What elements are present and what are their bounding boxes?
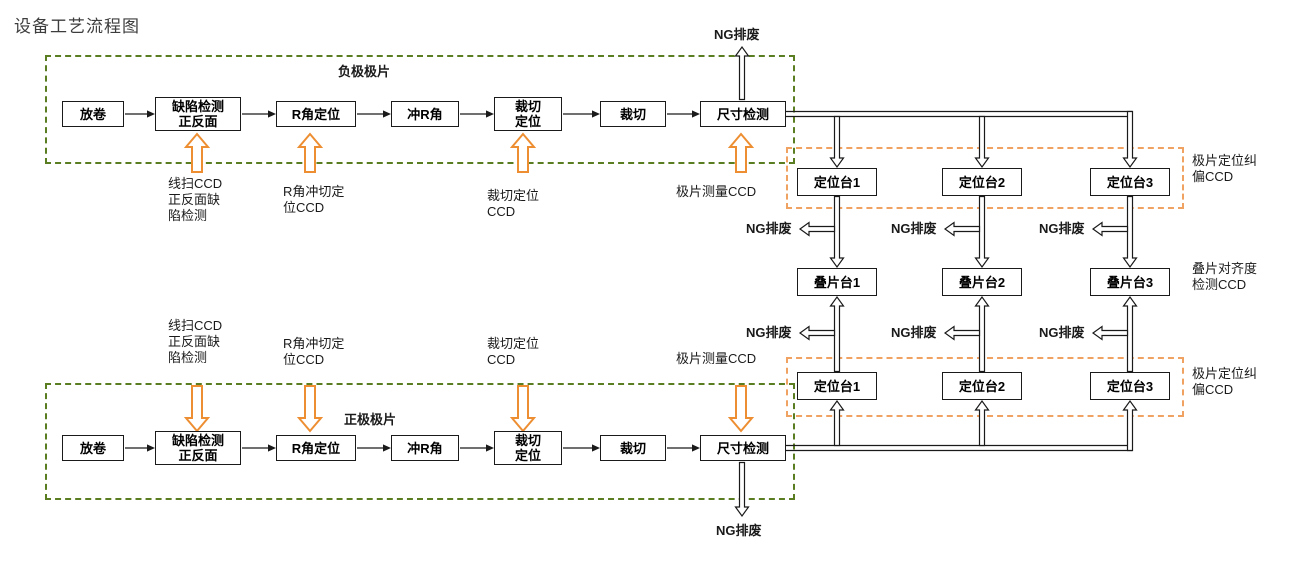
step-rcorner-pos-positive: R角定位 xyxy=(276,435,356,461)
step-defect-negative: 缺陷检测 正反面 xyxy=(155,97,241,131)
step-cut-negative: 裁切 xyxy=(600,101,666,127)
step-rcorner-pos-negative: R角定位 xyxy=(276,101,356,127)
ccd-label-rcorner-negative: R角冲切定 位CCD xyxy=(283,184,345,215)
ng-label-row1-3: NG排废 xyxy=(1039,221,1085,236)
hollow-connector-arrows xyxy=(734,45,1138,518)
ng-label-row2-3: NG排废 xyxy=(1039,325,1085,340)
negative-line-group-box xyxy=(45,55,795,164)
step-cut-pos-negative: 裁切 定位 xyxy=(494,97,562,131)
ng-label-row1-2: NG排废 xyxy=(891,221,937,236)
ccd-label-measure-negative: 极片测量CCD xyxy=(676,184,757,199)
ng-label-row2-2: NG排废 xyxy=(891,325,937,340)
stacking-ccd-label: 叠片对齐度 检测CCD xyxy=(1192,261,1258,292)
step-punch-r-negative: 冲R角 xyxy=(391,101,459,127)
step-cut-positive: 裁切 xyxy=(600,435,666,461)
ccd-label-cut-positive: 裁切定位 CCD xyxy=(487,336,540,367)
positioning-ccd-label-bottom: 极片定位纠 偏CCD xyxy=(1192,366,1258,397)
positioning-table-top-3: 定位台3 xyxy=(1090,168,1170,196)
ccd-label-defect-positive: 线扫CCD 正反面缺 陷检测 xyxy=(168,318,223,365)
ng-discard-label-negative: NG排废 xyxy=(714,27,760,42)
ccd-label-rcorner-positive: R角冲切定 位CCD xyxy=(283,336,345,367)
positioning-table-bottom-2: 定位台2 xyxy=(942,372,1022,400)
ng-discard-label-positive: NG排废 xyxy=(716,523,762,538)
negative-group-label: 负极极片 xyxy=(338,64,391,79)
step-unwind-positive: 放卷 xyxy=(62,435,124,461)
stacking-table-3: 叠片台3 xyxy=(1090,268,1170,296)
step-defect-positive: 缺陷检测 正反面 xyxy=(155,431,241,465)
step-size-check-negative: 尺寸检测 xyxy=(700,101,786,127)
ccd-label-cut-negative: 裁切定位 CCD xyxy=(487,188,540,219)
trunk-line-top xyxy=(786,110,1133,118)
positioning-table-top-1: 定位台1 xyxy=(797,168,877,196)
positioning-table-top-2: 定位台2 xyxy=(942,168,1022,196)
ng-left-arrow-row1-3 xyxy=(1091,221,1129,237)
positioning-ccd-label-top: 极片定位纠 偏CCD xyxy=(1192,153,1258,184)
ng-left-arrow-row1-1 xyxy=(798,221,836,237)
positioning-table-bottom-1: 定位台1 xyxy=(797,372,877,400)
ng-label-row2-1: NG排废 xyxy=(746,325,792,340)
positive-group-label: 正极极片 xyxy=(344,412,397,427)
positive-line-group-box xyxy=(45,383,795,500)
stacking-table-1: 叠片台1 xyxy=(797,268,877,296)
ccd-label-measure-positive: 极片测量CCD xyxy=(676,351,757,366)
stacking-table-2: 叠片台2 xyxy=(942,268,1022,296)
ng-left-arrow-row2-3 xyxy=(1091,325,1129,341)
trunk-line-bottom xyxy=(786,444,1133,452)
ng-label-row1-1: NG排废 xyxy=(746,221,792,236)
step-cut-pos-positive: 裁切 定位 xyxy=(494,431,562,465)
ng-left-arrow-row1-2 xyxy=(943,221,981,237)
step-size-check-positive: 尺寸检测 xyxy=(700,435,786,461)
step-unwind-negative: 放卷 xyxy=(62,101,124,127)
ng-left-arrow-row2-2 xyxy=(943,325,981,341)
step-punch-r-positive: 冲R角 xyxy=(391,435,459,461)
ccd-label-defect-negative: 线扫CCD 正反面缺 陷检测 xyxy=(168,176,223,223)
ng-left-arrow-row2-1 xyxy=(798,325,836,341)
page-title: 设备工艺流程图 xyxy=(14,17,140,36)
positioning-table-bottom-3: 定位台3 xyxy=(1090,372,1170,400)
